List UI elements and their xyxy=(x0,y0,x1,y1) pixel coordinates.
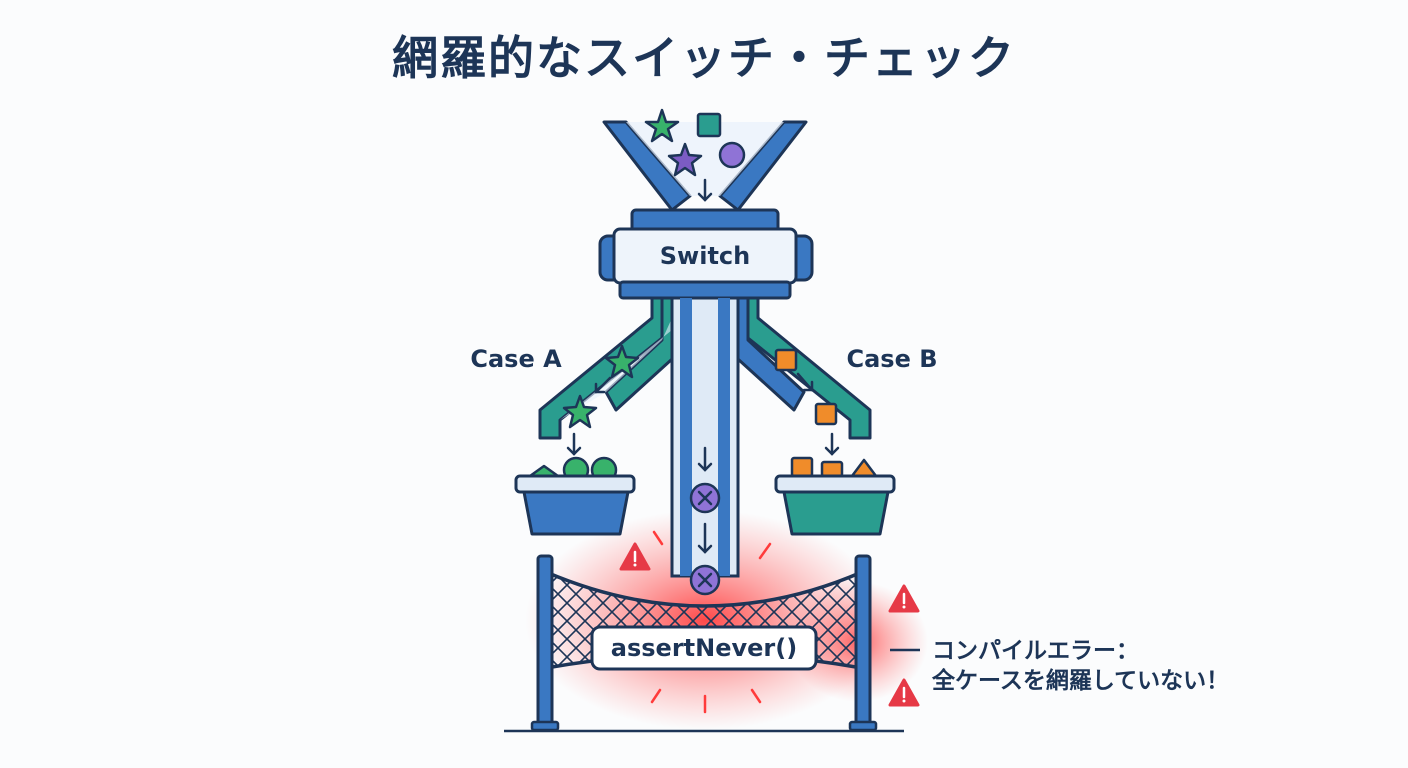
square-orange-chute-1 xyxy=(774,348,798,372)
warning-icon-right-top xyxy=(888,584,920,613)
star-green-chute-2 xyxy=(562,394,598,429)
arrow-down-left-icon xyxy=(566,432,582,456)
switch-box: Switch xyxy=(598,208,814,300)
assert-never-label: assertNever() xyxy=(611,634,797,662)
warning-icon-left xyxy=(619,542,651,571)
warning-icon-right-bottom xyxy=(888,678,920,707)
funnel xyxy=(602,120,808,212)
arrow-down-icon xyxy=(697,178,713,202)
error-text-line1: コンパイルエラー： xyxy=(932,638,1139,664)
page-title: 網羅的なスイッチ・チェック xyxy=(392,31,1016,85)
bin-case-b xyxy=(774,456,896,536)
arrow-diag-right-icon xyxy=(796,372,814,392)
arrow-down-center-1-icon xyxy=(697,446,713,472)
circle-purple-top xyxy=(718,141,746,169)
square-orange-chute-2 xyxy=(814,402,838,426)
error-text-line2: 全ケースを網羅していない！ xyxy=(931,667,1229,694)
assert-never-box: assertNever() xyxy=(590,625,818,671)
square-teal-top xyxy=(696,112,722,138)
bin-case-a xyxy=(514,456,636,536)
star-green-chute-1 xyxy=(604,344,640,379)
star-purple-top xyxy=(667,142,703,177)
x-circle-caught-icon xyxy=(689,564,721,596)
switch-label: Switch xyxy=(660,242,750,270)
burst-lines xyxy=(650,530,772,714)
arrow-down-center-2-icon xyxy=(697,522,713,554)
x-circle-icon xyxy=(689,482,721,514)
arrow-down-right-icon xyxy=(824,432,840,456)
case-a-label: Case A xyxy=(470,345,562,373)
case-b-label: Case B xyxy=(846,345,937,373)
star-green-top xyxy=(644,108,680,143)
arrow-diag-left-icon xyxy=(594,376,612,394)
